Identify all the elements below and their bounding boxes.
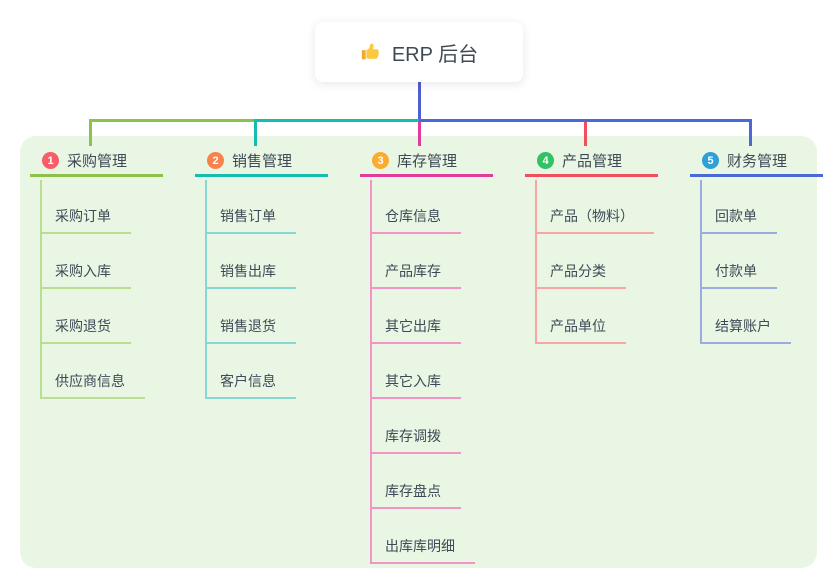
branch-badge-1: 1	[42, 152, 59, 169]
child-node-item[interactable]: 销售订单	[205, 206, 296, 234]
child-node-item[interactable]: 产品（物料）	[535, 206, 654, 234]
child-node-item[interactable]: 客户信息	[205, 371, 296, 399]
branch-badge-3: 3	[372, 152, 389, 169]
branches-panel	[20, 136, 817, 568]
bus-segment-1	[89, 119, 254, 122]
root-title: ERP 后台	[391, 43, 479, 66]
branch-label: 财务管理	[727, 153, 788, 170]
child-node-item[interactable]: 采购入库	[40, 261, 131, 289]
child-node-item[interactable]: 供应商信息	[40, 371, 145, 399]
child-node-item[interactable]: 产品分类	[535, 261, 626, 289]
child-node-item[interactable]: 其它出库	[370, 316, 461, 344]
child-node-item[interactable]: 销售出库	[205, 261, 296, 289]
branch-spine-line	[535, 180, 537, 344]
branch-spine-line	[700, 180, 702, 344]
child-node-item[interactable]: 仓库信息	[370, 206, 461, 234]
branch-label: 库存管理	[397, 153, 458, 170]
branch-spine-line	[40, 180, 42, 399]
branch-header-4[interactable]: 4 产品管理	[525, 147, 658, 177]
child-node-item[interactable]: 结算账户	[700, 316, 791, 344]
bus-segment-2	[254, 119, 419, 122]
branch-header-3[interactable]: 3 库存管理	[360, 147, 493, 177]
child-node-item[interactable]: 产品库存	[370, 261, 461, 289]
branch-label: 产品管理	[562, 153, 623, 170]
root-node[interactable]: ERP 后台	[315, 22, 523, 82]
branch-drop-5	[749, 119, 752, 146]
child-node-item[interactable]: 产品单位	[535, 316, 626, 344]
child-node-item[interactable]: 库存调拨	[370, 426, 461, 454]
child-node-item[interactable]: 出库库明细	[370, 536, 475, 564]
branch-label: 销售管理	[232, 153, 293, 170]
branch-spine-line	[370, 180, 372, 564]
branch-badge-4: 4	[537, 152, 554, 169]
branch-label: 采购管理	[67, 153, 128, 170]
child-node-item[interactable]: 库存盘点	[370, 481, 461, 509]
root-connector-line	[418, 82, 421, 122]
branch-drop-1	[89, 119, 92, 146]
branch-badge-2: 2	[207, 152, 224, 169]
child-node-item[interactable]: 其它入库	[370, 371, 461, 399]
branch-header-1[interactable]: 1 采购管理	[30, 147, 163, 177]
branch-badge-5: 5	[702, 152, 719, 169]
child-node-item[interactable]: 采购退货	[40, 316, 131, 344]
child-node-item[interactable]: 付款单	[700, 261, 777, 289]
bus-segment-5	[419, 119, 752, 122]
branch-spine-line	[205, 180, 207, 399]
branch-header-2[interactable]: 2 销售管理	[195, 147, 328, 177]
branch-header-5[interactable]: 5 财务管理	[690, 147, 823, 177]
child-node-item[interactable]: 采购订单	[40, 206, 131, 234]
thumbs-up-icon	[360, 41, 382, 63]
branch-drop-2	[254, 119, 257, 146]
child-node-item[interactable]: 销售退货	[205, 316, 296, 344]
branch-drop-3	[418, 122, 421, 146]
child-node-item[interactable]: 回款单	[700, 206, 777, 234]
branch-drop-4	[584, 122, 587, 146]
